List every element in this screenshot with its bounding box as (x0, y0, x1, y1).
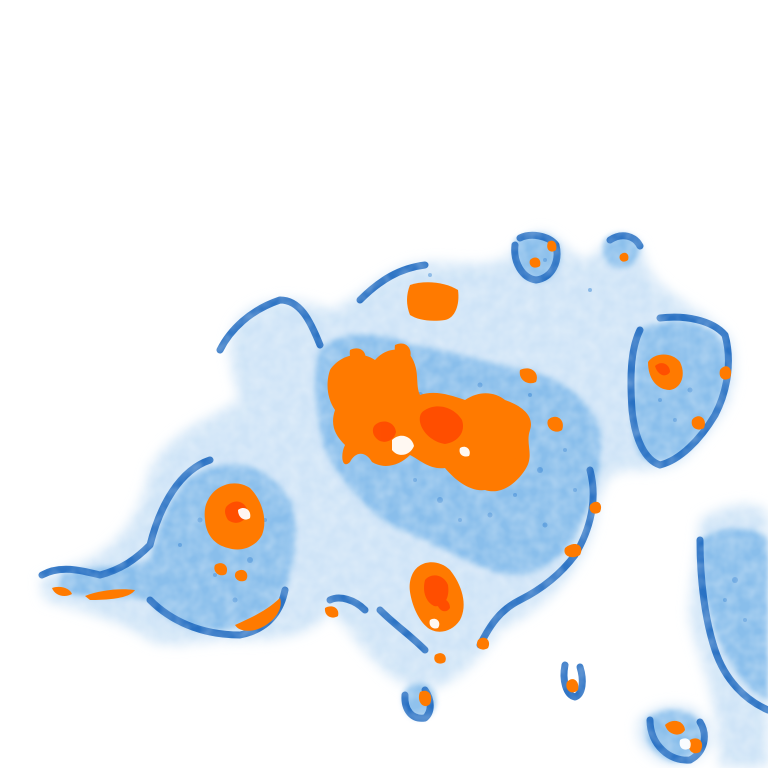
hot-cores (225, 363, 670, 612)
hotspot-holes (238, 435, 691, 750)
